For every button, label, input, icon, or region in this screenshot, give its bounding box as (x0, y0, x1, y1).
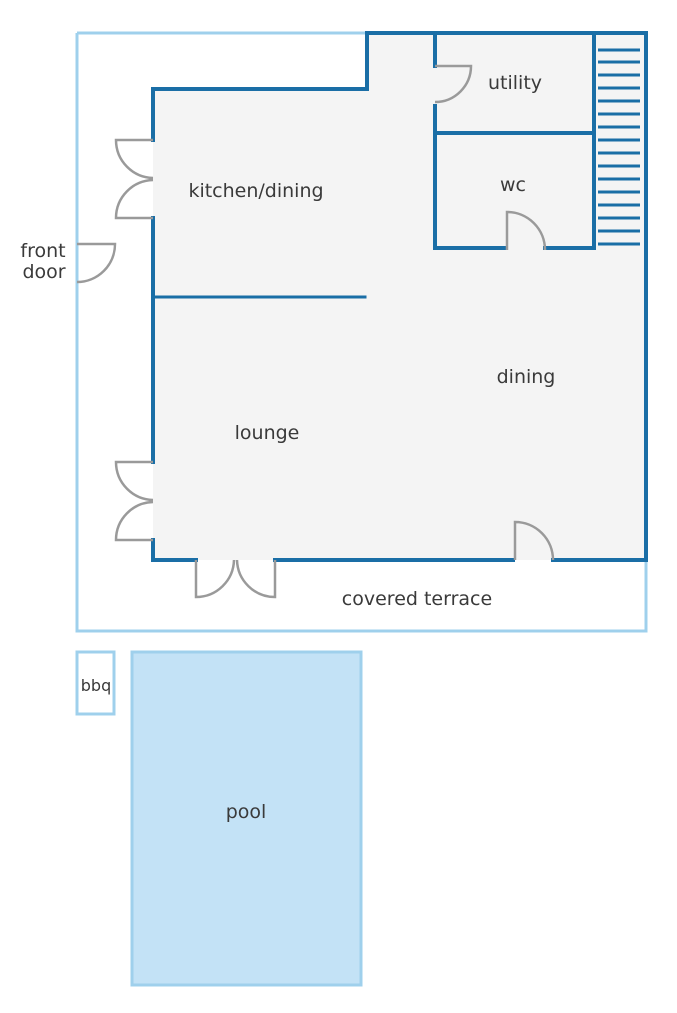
staircase (598, 48, 640, 246)
dining-door (513, 520, 555, 561)
label-kitchen-dining: kitchen/dining (188, 180, 323, 202)
utility-door (434, 64, 473, 104)
interior-walls (152, 31, 596, 299)
label-utility: utility (488, 72, 542, 94)
label-wc: wc (500, 174, 526, 196)
label-bbq: bbq (81, 676, 111, 695)
label-front-door-line2: door (22, 261, 65, 283)
front-door (76, 242, 117, 284)
lounge-double-door (114, 460, 154, 542)
exterior-walls (151, 31, 648, 562)
pool-area (130, 650, 363, 987)
wc-door (505, 210, 547, 251)
label-dining: dining (497, 366, 556, 388)
terrace-double-door (194, 559, 277, 599)
label-front-door-line1: front (20, 240, 65, 262)
terrace-outline (75, 31, 648, 633)
label-covered-terrace: covered terrace (342, 588, 492, 610)
label-pool: pool (226, 801, 267, 823)
label-lounge: lounge (235, 422, 300, 444)
house-floor (153, 33, 646, 560)
bbq-area (75, 650, 116, 716)
kitchen-double-door (114, 138, 154, 220)
